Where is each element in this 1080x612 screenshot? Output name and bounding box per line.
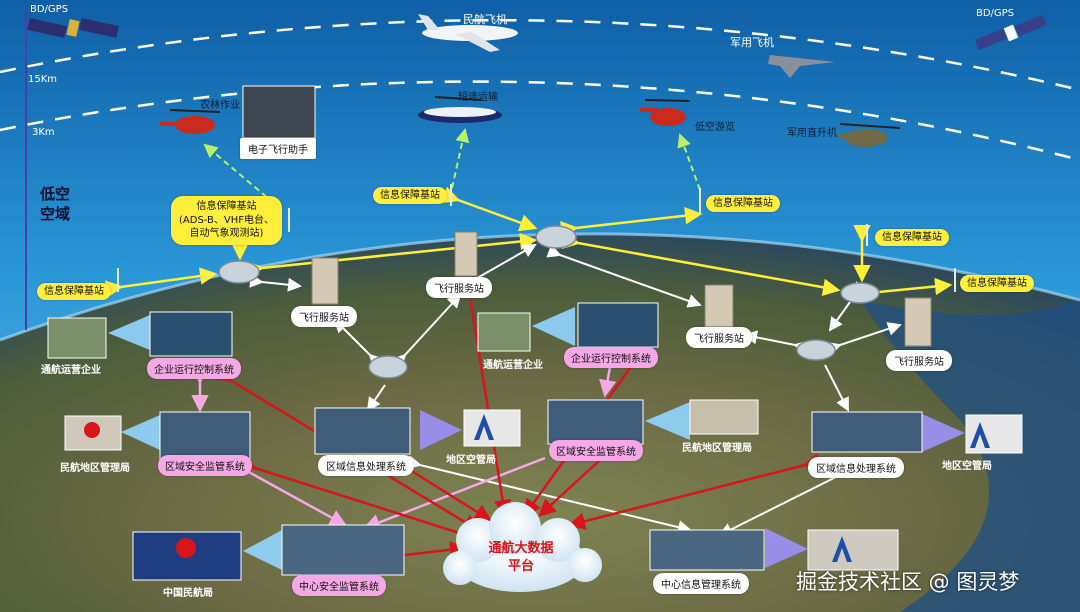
info-station-label: 信息保障基站 xyxy=(37,283,111,300)
short-transport-label: 短途运输 xyxy=(458,92,498,103)
efb-label: 电子飞行助手 xyxy=(240,138,316,159)
region-info-system: 区域信息处理系统 xyxy=(808,457,904,478)
region-atc-label: 地区空管局 xyxy=(942,461,992,472)
service-station-label: 飞行服务站 xyxy=(886,350,952,371)
info-station-label: 信息保障基站 xyxy=(706,195,780,212)
civil-aircraft-label: 民航飞机 xyxy=(463,13,507,26)
enterprise-control-system: 企业运行控制系统 xyxy=(564,347,658,368)
info-station-detail-box: 信息保障基站 (ADS-B、VHF电台、 自动气象观测站) xyxy=(171,196,283,245)
region-atc-label: 地区空管局 xyxy=(446,455,496,466)
big-data-platform: 通航大数据 平台 xyxy=(488,541,554,574)
info-station-label: 信息保障基站 xyxy=(875,229,949,246)
low-airspace-label: 低空 空域 xyxy=(40,185,71,223)
enterprise-company-label: 通航运营企业 xyxy=(483,360,543,371)
center-info-system: 中心信息管理系统 xyxy=(653,573,749,594)
military-aircraft-label: 军用飞机 xyxy=(730,36,774,49)
region-safety-system: 区域安全监管系统 xyxy=(158,455,252,476)
enterprise-company-label: 通航运营企业 xyxy=(41,365,101,376)
caac-region-label: 民航地区管理局 xyxy=(682,443,752,454)
altitude-3km-label: 3Km xyxy=(32,127,55,138)
military-heli-label: 军用直升机 xyxy=(787,128,837,139)
altitude-15km-label: 15Km xyxy=(28,74,58,85)
caac-label: 中国民航局 xyxy=(163,588,213,599)
service-station-label: 飞行服务站 xyxy=(686,327,752,348)
service-station-label: 飞行服务站 xyxy=(426,277,492,298)
center-safety-system: 中心安全监管系统 xyxy=(292,575,386,596)
caac-region-label: 民航地区管理局 xyxy=(60,463,130,474)
satellite-left-label: BD/GPS xyxy=(30,4,69,15)
info-station-label: 信息保障基站 xyxy=(373,187,447,204)
watermark: 掘金技术社区 @ 图灵梦 xyxy=(796,570,1020,594)
service-station-label: 飞行服务站 xyxy=(291,306,357,327)
region-info-system: 区域信息处理系统 xyxy=(318,455,414,476)
agriculture-label: 农林作业 xyxy=(200,100,240,111)
region-safety-system: 区域安全监管系统 xyxy=(549,440,643,461)
sightseeing-label: 低空游览 xyxy=(695,122,735,133)
platform-cloud xyxy=(443,502,602,592)
satellite-right-label: BD/GPS xyxy=(976,8,1015,19)
enterprise-control-system: 企业运行控制系统 xyxy=(147,358,241,379)
info-station-label: 信息保障基站 xyxy=(960,275,1034,292)
